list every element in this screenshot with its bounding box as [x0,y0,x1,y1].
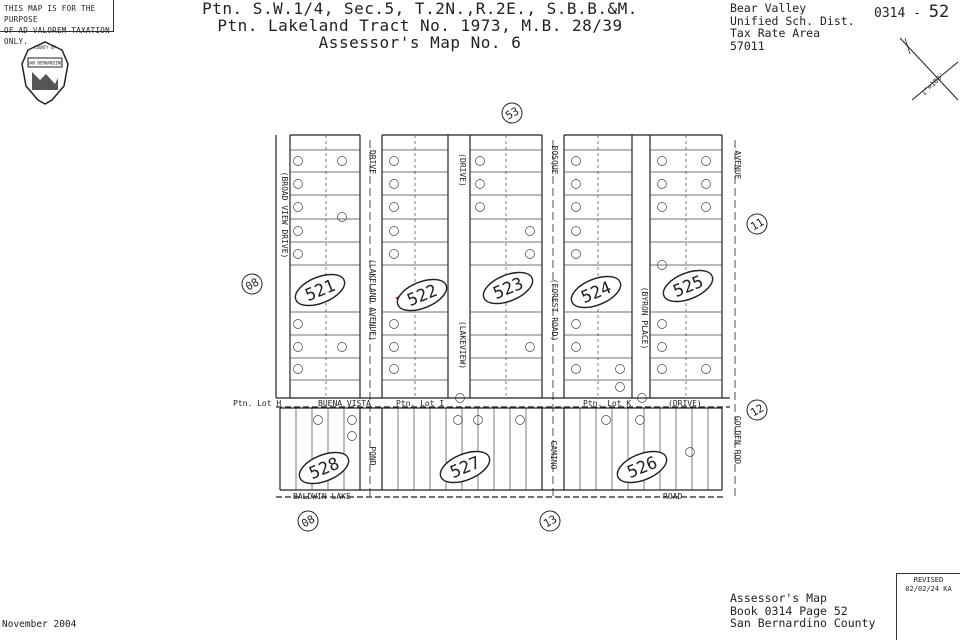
footer-line-1: Assessor's Map [730,591,827,605]
street-label-vertical: (LAKELAND AVENUE) [368,259,377,341]
lower-lot-lines [295,408,709,490]
adjacent-map-label: 12 [748,401,766,419]
map-book: 0314 - [874,6,921,21]
street-label-vertical: (BROAD VIEW DRIVE) [280,172,289,259]
street-label-horizontal: Ptn. Lot I [396,399,444,408]
notice-line-2: OF AD VALOREM TAXATION ONLY. [4,26,110,46]
block-522[interactable]: 522 [393,273,451,317]
block-ellipse [570,275,622,309]
adjacent-map-circle [501,102,523,124]
seal-line-1: COUNTY OF [34,45,56,50]
street-label-horizontal: Ptn. Lot H [233,399,281,408]
adjacent-map-labels: 08 53 11 12 08 13 [241,102,768,532]
street-label-horizontal: Ptn. Lot K [583,399,631,408]
adjacent-map-12[interactable]: 12 [746,399,768,421]
street-label-horizontal: BUENA VISTA [318,399,371,408]
district-line-1: Bear Valley [730,1,807,15]
street-label-vertical: (LAKEVIEW) [458,321,467,369]
title-line-1: Ptn. S.W.1/4, Sec.5, T.2N.,R.2E., S.B.B.… [202,0,638,18]
street-label-horizontal: BALDWIN LAKE [293,492,351,501]
county-seal-icon: COUNTY OF SAN BERNARDINO [21,41,69,105]
map-title: Ptn. S.W.1/4, Sec.5, T.2N.,R.2E., S.B.B.… [200,0,640,51]
scale-label: 1"=100' [920,71,947,98]
map-page: 52 [928,2,950,22]
lot-number-circles [293,156,711,457]
block-lines [275,134,736,498]
title-line-2: Ptn. Lakeland Tract No. 1973, M.B. 28/39 [217,16,623,35]
adjacent-map-circle [297,510,319,532]
block-labels: 521 522 523 524 525 528 527 526 [291,264,717,490]
adjacent-map-08[interactable]: 08 [241,273,263,295]
revised-label: REVISED [913,576,944,584]
footer-line-3: San Bernardino County [730,616,876,630]
adjacent-map-53[interactable]: 53 [501,102,523,124]
adjacent-map-circle [746,399,768,421]
district-info: Bear Valley Unified Sch. Dist. Tax Rate … [730,2,855,52]
street-label-vertical: GOLDEN ROD [733,416,742,464]
adjacent-map-08[interactable]: 08 [297,510,319,532]
north-arrow-icon: 1"=100' [899,37,959,101]
block-ellipse [298,451,350,485]
adjacent-map-label: 08 [243,275,261,293]
revision-box: REVISED 02/02/24 KA [896,573,960,640]
street-label-vertical: (DRIVE) [458,153,467,187]
map-number: 0314 - 52 [874,2,949,22]
street-label-vertical: (FOREST ROAD) [550,279,559,342]
district-line-4: 57011 [730,38,765,53]
footer-line-2: Book 0314 Page 52 [730,603,848,618]
title-line-3: Assessor's Map No. 6 [318,33,522,52]
adjacent-map-circle [241,273,263,295]
adjacent-map-label: 08 [299,512,317,530]
adjacent-map-11[interactable]: 11 [746,213,768,235]
block-ellipse [439,450,491,484]
street-labels: (BROAD VIEW DRIVE) DRIVE (LAKELAND AVENUE)… [233,146,742,501]
block-ellipse [482,271,534,305]
street-label-vertical: POND [368,446,377,465]
block-ellipse [396,278,448,312]
adjacent-map-13[interactable]: 13 [539,510,561,532]
taxation-notice: THIS MAP IS FOR THE PURPOSE OF AD VALORE… [0,0,114,46]
district-line-3: Tax Rate Area [730,26,821,40]
street-label-vertical: AVENUE [733,151,742,180]
adjacent-map-label: 13 [541,512,559,530]
revised-value: 02/02/24 KA [905,585,952,593]
block-525[interactable]: 525 [659,264,717,308]
adjacent-map-label: 11 [748,215,766,233]
block-528[interactable]: 528 [295,446,353,490]
block-521[interactable]: 521 [291,268,349,312]
street-label-horizontal: ROAD [663,492,682,501]
block-524[interactable]: 524 [567,270,625,314]
map-date: November 2004 [2,619,77,630]
notice-line-1: THIS MAP IS FOR THE PURPOSE [4,4,96,24]
block-ellipse [616,450,668,484]
adjacent-map-circle [539,510,561,532]
street-label-vertical: (BYRON PLACE) [640,287,649,350]
street-label-horizontal: (DRIVE) [668,399,702,408]
adjacent-map-circle [746,213,768,235]
block-526[interactable]: 526 [613,445,671,489]
street-label-vertical: CAMINO [549,441,558,470]
district-line-2: Unified Sch. Dist. [730,13,855,28]
block-ellipse [662,269,714,303]
block-527[interactable]: 527 [436,445,494,489]
lot-lines [290,135,722,398]
street-label-vertical: BOSQUE [550,146,559,175]
map-footer: Assessor's Map Book 0314 Page 52 San Ber… [730,592,875,630]
street-label-vertical: DRIVE [368,150,377,174]
block-523[interactable]: 523 [479,266,537,310]
adjacent-map-label: 53 [503,104,521,122]
seal-line-2: SAN BERNARDINO [27,61,63,66]
block-ellipse [294,273,346,307]
